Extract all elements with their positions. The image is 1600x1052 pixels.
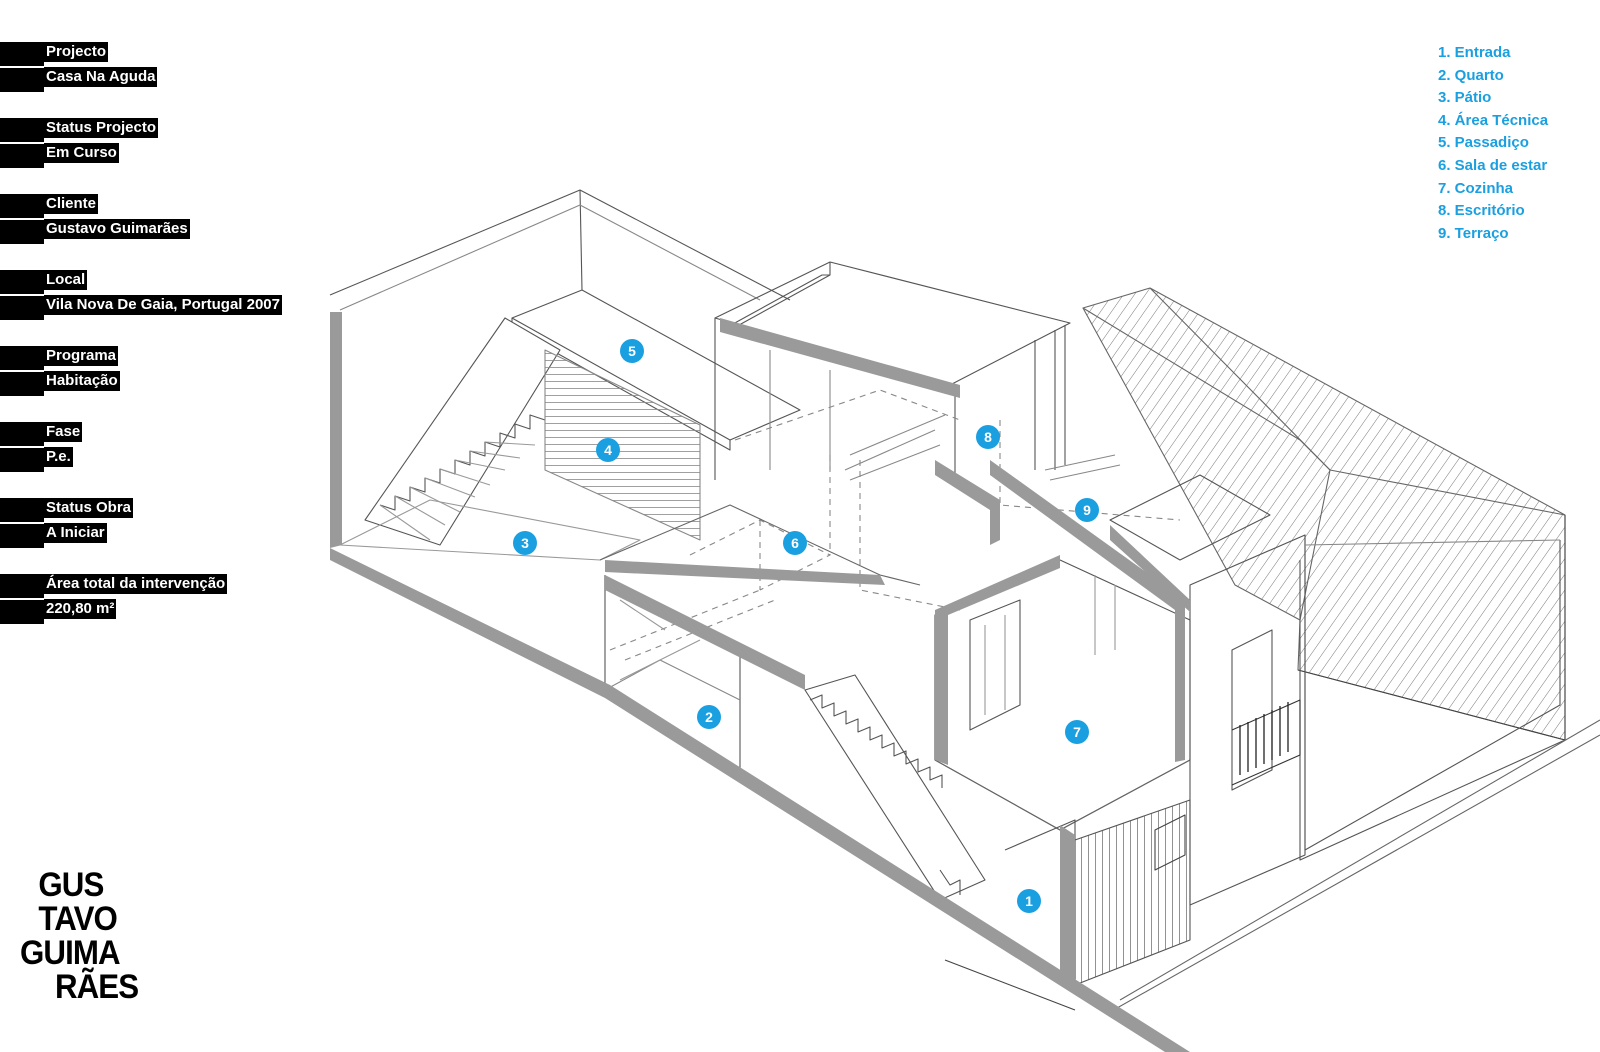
logo-line: GUIMA bbox=[20, 934, 121, 972]
room-marker-8: 8 bbox=[976, 425, 1000, 449]
svg-text:4: 4 bbox=[604, 442, 612, 458]
svg-text:2: 2 bbox=[705, 709, 713, 725]
line-work bbox=[329, 189, 1600, 1013]
legend-item: 6. Sala de estar bbox=[1438, 156, 1548, 174]
svg-text:1: 1 bbox=[1025, 893, 1033, 909]
info-value: P.e. bbox=[44, 447, 73, 467]
legend-item: 7. Cozinha bbox=[1438, 179, 1514, 197]
logo-line: GUS bbox=[38, 866, 104, 904]
legend-item: 4. Área Técnica bbox=[1438, 111, 1549, 129]
legend-item: 5. Passadiço bbox=[1438, 134, 1529, 152]
svg-text:9: 9 bbox=[1083, 502, 1091, 518]
info-group-cliente: Cliente Gustavo Guimarães bbox=[0, 194, 320, 270]
info-value: Em Curso bbox=[44, 143, 119, 163]
info-group-local: Local Vila Nova De Gaia, Portugal 2007 bbox=[0, 270, 320, 346]
info-value: Casa Na Aguda bbox=[44, 67, 158, 87]
room-marker-7: 7 bbox=[1065, 720, 1089, 744]
room-marker-5: 5 bbox=[620, 339, 644, 363]
room-marker-4: 4 bbox=[596, 438, 620, 462]
room-legend: 1. Entrada 2. Quarto 3. Pátio 4. Área Té… bbox=[1438, 42, 1548, 245]
logo-line: RÃES bbox=[54, 968, 139, 1006]
info-label: Status Projecto bbox=[44, 118, 159, 138]
svg-text:8: 8 bbox=[984, 429, 992, 445]
info-label: Status Obra bbox=[44, 498, 134, 518]
info-label: Cliente bbox=[44, 194, 99, 214]
info-label: Área total da intervenção bbox=[44, 574, 228, 594]
info-group-projecto: Projecto Casa Na Aguda bbox=[0, 42, 320, 118]
info-value: Gustavo Guimarães bbox=[44, 219, 190, 239]
legend-item: 8. Escritório bbox=[1438, 202, 1525, 220]
info-label: Projecto bbox=[44, 42, 109, 62]
room-marker-1: 1 bbox=[1017, 889, 1041, 913]
info-value: Habitação bbox=[44, 371, 120, 391]
info-group-status-projecto: Status Projecto Em Curso bbox=[0, 118, 320, 194]
info-group-area: Área total da intervenção 220,80 m² bbox=[0, 574, 320, 650]
logo-line: TAVO bbox=[38, 900, 117, 938]
legend-item: 1. Entrada bbox=[1438, 44, 1511, 61]
project-info-panel: Projecto Casa Na Aguda Status Projecto E… bbox=[0, 42, 320, 650]
legend-item: 9. Terraço bbox=[1438, 224, 1509, 242]
info-label: Programa bbox=[44, 346, 119, 366]
section-cut-walls bbox=[330, 312, 1190, 1052]
svg-text:5: 5 bbox=[628, 343, 636, 359]
info-label: Fase bbox=[44, 422, 83, 442]
room-marker-9: 9 bbox=[1075, 498, 1099, 522]
svg-text:3: 3 bbox=[521, 535, 529, 551]
legend-item: 2. Quarto bbox=[1438, 66, 1504, 84]
room-marker-6: 6 bbox=[783, 531, 807, 555]
neighbour-roof bbox=[1082, 287, 1566, 861]
info-label: Local bbox=[44, 270, 88, 290]
info-value: 220,80 m² bbox=[44, 599, 117, 619]
gustavo-guimaraes-logo: GUS TAVO GUIMA RÃES bbox=[20, 866, 139, 1006]
room-marker-2: 2 bbox=[697, 705, 721, 729]
info-value: A Iniciar bbox=[44, 523, 107, 543]
info-group-programa: Programa Habitação bbox=[0, 346, 320, 422]
info-group-fase: Fase P.e. bbox=[0, 422, 320, 498]
legend-item: 3. Pátio bbox=[1438, 89, 1492, 107]
room-marker-3: 3 bbox=[513, 531, 537, 555]
svg-text:7: 7 bbox=[1073, 724, 1081, 740]
info-value: Vila Nova De Gaia, Portugal 2007 bbox=[44, 295, 282, 315]
info-group-status-obra: Status Obra A Iniciar bbox=[0, 498, 320, 574]
svg-text:6: 6 bbox=[791, 535, 799, 551]
